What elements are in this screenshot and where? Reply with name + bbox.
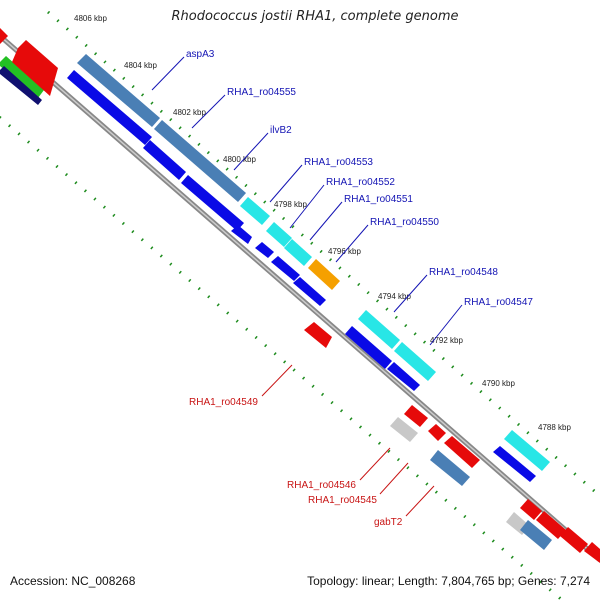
gene-label-ro04551[interactable]: RHA1_ro04551 (344, 194, 413, 205)
leader-line (269, 164, 303, 203)
leader-line (335, 224, 369, 263)
gene-label-ro04545[interactable]: RHA1_ro04545 (308, 495, 377, 506)
tick-label: 4788 kbp (538, 423, 571, 432)
gene-right-feature[interactable] (504, 430, 550, 471)
reverse-genes (304, 322, 600, 563)
gene-red-small[interactable] (428, 424, 446, 441)
gene-label-ro04552[interactable]: RHA1_ro04552 (326, 177, 395, 188)
map-title: Rhodococcus jostii RHA1, complete genome (171, 9, 459, 24)
tick-label: 4802 kbp (173, 108, 206, 117)
leader-line (429, 304, 463, 346)
gene-ilvB2-cds[interactable] (181, 175, 244, 231)
gene-gabT2[interactable] (430, 450, 470, 486)
leader-line (359, 447, 391, 481)
gene-ro04548-cds[interactable] (345, 326, 392, 369)
gene-label-ro04553[interactable]: RHA1_ro04553 (304, 157, 373, 168)
forward-genes (67, 54, 550, 482)
topology-summary: Topology: linear; Length: 7,804,765 bp; … (307, 574, 590, 588)
tick-label: 4806 kbp (74, 14, 107, 23)
gene-ro04551-cds[interactable] (271, 256, 300, 281)
tick-label: 4790 kbp (482, 379, 515, 388)
gene-left-red-top[interactable] (0, 28, 8, 44)
leader-line (309, 201, 343, 241)
gene-ro04546[interactable] (404, 405, 428, 427)
gene-label-aspA3[interactable]: aspA3 (186, 49, 215, 60)
gene-label-ro04546[interactable]: RHA1_ro04546 (287, 480, 356, 491)
tick-label: 4800 kbp (223, 155, 256, 164)
leader-line (393, 274, 428, 313)
gene-ro04547-cds[interactable] (387, 362, 420, 391)
gene-ro04549[interactable] (304, 322, 332, 348)
kbp-ticks: 4806 kbp 4804 kbp 4802 kbp 4800 kbp 4798… (74, 14, 571, 432)
gene-aspA3-cds[interactable] (67, 70, 152, 145)
gene-ro04545[interactable] (444, 436, 480, 468)
gene-red-lower-1[interactable] (520, 499, 542, 520)
gene-red-lower-4[interactable] (584, 542, 600, 563)
gene-ro04548-feature[interactable] (358, 310, 400, 349)
gene-right-cds[interactable] (493, 446, 536, 482)
gene-left-green[interactable] (0, 56, 44, 98)
gene-ro04555-cds[interactable] (143, 140, 186, 180)
tick-label: 4792 kbp (430, 336, 463, 345)
tick-label: 4794 kbp (378, 292, 411, 301)
gene-ro04553-cds[interactable] (231, 225, 252, 244)
gene-red-lower-2[interactable] (536, 511, 566, 539)
gene-ro04550-feature[interactable] (308, 259, 340, 290)
leader-line (191, 94, 226, 129)
gene-ro04547-feature[interactable] (394, 342, 436, 381)
genome-axis-highlight (0, 35, 600, 561)
gene-label-ro04550[interactable]: RHA1_ro04550 (370, 217, 439, 228)
tick-label: 4798 kbp (274, 200, 307, 209)
leader-line (405, 485, 435, 517)
gene-label-ro04549[interactable]: RHA1_ro04549 (189, 397, 258, 408)
gene-ro04550-cds[interactable] (293, 277, 326, 306)
gene-left-red[interactable] (12, 40, 58, 96)
gene-ro04551-feature[interactable] (284, 239, 312, 266)
gene-ro04553-feature[interactable] (240, 197, 270, 225)
gene-label-gabT2[interactable]: gabT2 (374, 517, 403, 528)
leader-line (379, 462, 409, 495)
upper-dotted-guide (47, 10, 600, 498)
left-edge-genes (0, 28, 58, 105)
leader-line (151, 56, 185, 91)
gene-ro04555-feature[interactable] (154, 120, 246, 202)
gene-gray-1[interactable] (390, 417, 418, 442)
gene-label-ro04548[interactable]: RHA1_ro04548 (429, 267, 498, 278)
gene-ro04552-feature[interactable] (266, 222, 292, 247)
forward-gene-labels: aspA3 RHA1_ro04555 ilvB2 RHA1_ro04553 RH… (151, 49, 533, 346)
gene-label-ro04555[interactable]: RHA1_ro04555 (227, 87, 296, 98)
gene-label-ro04547[interactable]: RHA1_ro04547 (464, 297, 533, 308)
leader-line (289, 184, 325, 229)
gene-aspA3-feature[interactable] (77, 54, 160, 127)
gene-label-ilvB2[interactable]: ilvB2 (270, 125, 292, 136)
tick-label: 4804 kbp (124, 61, 157, 70)
leader-line (233, 132, 269, 171)
lower-dotted-guide (0, 115, 565, 600)
reverse-gene-labels: RHA1_ro04549 RHA1_ro04546 RHA1_ro04545 g… (189, 364, 435, 528)
accession-label: Accession: NC_008268 (10, 574, 136, 588)
gene-red-lower-3[interactable] (560, 527, 588, 553)
gene-steel-lower[interactable] (520, 520, 552, 550)
gene-ro04552-cds[interactable] (255, 242, 274, 258)
gene-left-navy[interactable] (0, 66, 42, 105)
leader-line (261, 364, 293, 397)
